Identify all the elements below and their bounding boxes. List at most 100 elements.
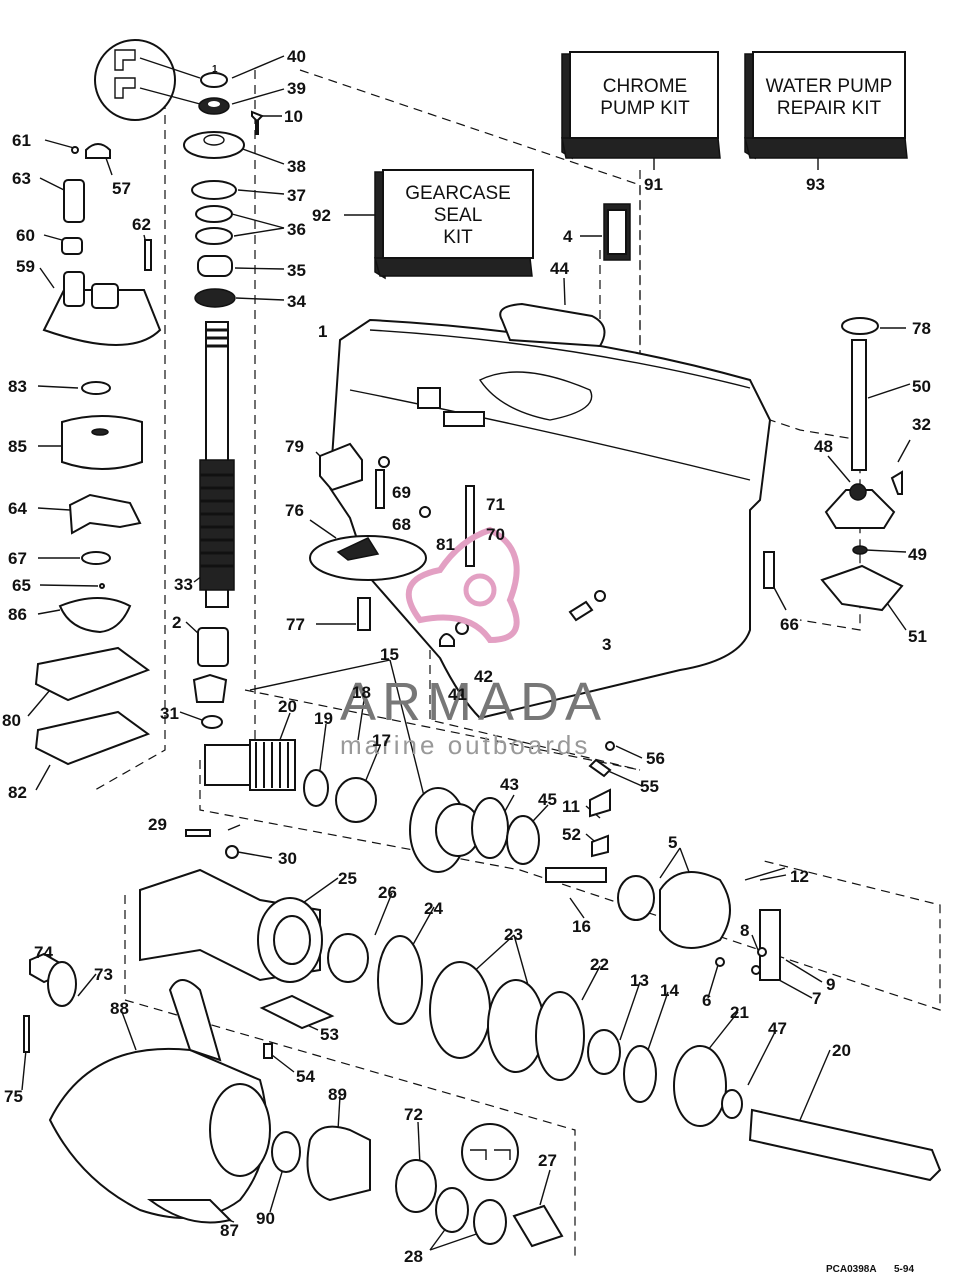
callout-17: 17 — [372, 731, 391, 750]
watermark-main-text: ARMADA — [340, 672, 607, 732]
callout-43: 43 — [500, 775, 519, 794]
center-parts — [309, 442, 615, 778]
callout-78: 78 — [912, 319, 931, 338]
callout-60: 60 — [16, 226, 35, 245]
callout-72: 72 — [404, 1105, 423, 1124]
callout-labels: 40 39 10 38 37 36 35 34 33 2 31 61 63 57… — [2, 47, 931, 1266]
callout-5: 5 — [668, 833, 677, 852]
callout-54: 54 — [296, 1067, 315, 1086]
callout-20-lower: 20 — [832, 1041, 851, 1060]
detail-label: 1 — [212, 64, 218, 75]
water-pump-repair-kit-line1: WATER PUMP — [766, 76, 893, 97]
seal-detail-circle: 1 — [94, 39, 218, 121]
armada-watermark: ARMADA marine outboards — [340, 526, 607, 760]
gearcase-seal-kit-line2: SEAL — [434, 205, 483, 226]
callout-23: 23 — [504, 925, 523, 944]
callout-6: 6 — [702, 991, 711, 1010]
chrome-pump-kit-box: CHROME PUMP KIT — [561, 51, 721, 160]
callout-38: 38 — [287, 157, 306, 176]
water-pump-repair-kit-line2: REPAIR KIT — [777, 98, 882, 119]
gearcase-seal-kit-line1: GEARCASE — [405, 183, 511, 204]
callout-34: 34 — [287, 292, 306, 311]
callout-2: 2 — [172, 613, 181, 632]
callout-19: 19 — [314, 709, 333, 728]
gearcase-housing — [328, 203, 772, 720]
prop-shaft-and-gear-parts — [185, 739, 786, 981]
callout-90: 90 — [256, 1209, 275, 1228]
callout-69: 69 — [392, 483, 411, 502]
callout-11: 11 — [562, 797, 580, 816]
callout-62: 62 — [132, 215, 151, 234]
callout-68: 68 — [392, 515, 411, 534]
callout-13: 13 — [630, 971, 649, 990]
chrome-pump-kit-line1: CHROME — [603, 76, 687, 97]
callout-70: 70 — [486, 525, 505, 544]
callout-28: 28 — [404, 1247, 423, 1266]
water-pump-repair-kit-box: WATER PUMP REPAIR KIT — [744, 51, 908, 160]
callout-89: 89 — [328, 1085, 347, 1104]
callout-20-upper: 20 — [278, 697, 297, 716]
callout-53: 53 — [320, 1025, 339, 1044]
callout-57: 57 — [112, 179, 131, 198]
callout-74: 74 — [34, 943, 53, 962]
callout-73: 73 — [94, 965, 113, 984]
callout-9: 9 — [826, 975, 835, 994]
callout-41: 41 — [448, 685, 467, 704]
callout-83: 83 — [8, 377, 27, 396]
right-side-parts — [763, 317, 904, 612]
callout-33: 33 — [174, 575, 193, 594]
water-pump-parts — [34, 143, 162, 766]
callout-31: 31 — [160, 704, 179, 723]
callout-37: 37 — [287, 186, 306, 205]
callout-14: 14 — [660, 981, 679, 1000]
callout-18: 18 — [352, 683, 371, 702]
callout-92: 92 — [312, 206, 331, 225]
callout-61: 61 — [12, 131, 31, 150]
callout-79: 79 — [285, 437, 304, 456]
callout-3: 3 — [602, 635, 611, 654]
callout-63: 63 — [12, 169, 31, 188]
callout-39: 39 — [287, 79, 306, 98]
callout-42: 42 — [474, 667, 493, 686]
callout-65: 65 — [12, 576, 31, 595]
chrome-pump-kit-line2: PUMP KIT — [600, 98, 690, 119]
callout-55: 55 — [640, 777, 659, 796]
callout-48: 48 — [814, 437, 833, 456]
driveshaft-assembly — [183, 72, 264, 729]
callout-87: 87 — [220, 1221, 239, 1240]
callout-7: 7 — [812, 989, 821, 1008]
callout-49: 49 — [908, 545, 927, 564]
callout-56: 56 — [646, 749, 665, 768]
figure-code: PCA0398A 5-94 — [826, 1264, 914, 1275]
callout-30: 30 — [278, 849, 297, 868]
callout-27: 27 — [538, 1151, 557, 1170]
callout-81: 81 — [436, 535, 455, 554]
figure-code-text: PCA0398A — [826, 1264, 877, 1275]
callout-76: 76 — [285, 501, 304, 520]
callout-80: 80 — [2, 711, 21, 730]
callout-40: 40 — [287, 47, 306, 66]
callout-25: 25 — [338, 869, 357, 888]
callout-51: 51 — [908, 627, 927, 646]
callout-88: 88 — [110, 999, 129, 1018]
callout-35: 35 — [287, 261, 306, 280]
callout-15: 15 — [380, 645, 399, 664]
callout-64: 64 — [8, 499, 27, 518]
callout-50: 50 — [912, 377, 931, 396]
callout-26: 26 — [378, 883, 397, 902]
watermark-sub-text: marine outboards — [340, 730, 590, 760]
callout-29: 29 — [148, 815, 167, 834]
callout-93: 93 — [806, 175, 825, 194]
callout-66: 66 — [780, 615, 799, 634]
callout-22: 22 — [590, 955, 609, 974]
callout-91: 91 — [644, 175, 663, 194]
callout-16: 16 — [572, 917, 591, 936]
callout-4: 4 — [563, 227, 573, 246]
callout-32: 32 — [912, 415, 931, 434]
callout-12: 12 — [790, 867, 809, 886]
callout-47: 47 — [768, 1019, 787, 1038]
gearcase-seal-kit-box: GEARCASE SEAL KIT — [374, 169, 534, 280]
propeller-assembly — [48, 979, 564, 1248]
callout-24: 24 — [424, 899, 443, 918]
